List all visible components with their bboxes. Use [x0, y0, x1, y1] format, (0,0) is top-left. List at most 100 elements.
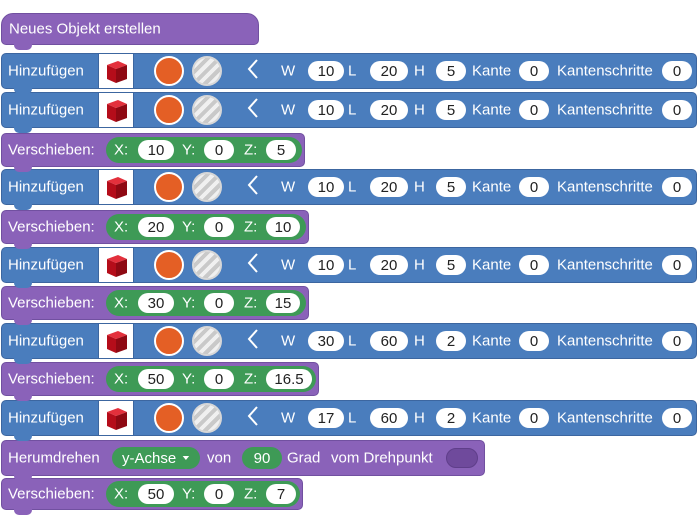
kante-input[interactable]: 0: [519, 408, 549, 428]
color-circle-icon[interactable]: [154, 172, 184, 202]
chevron-left-icon[interactable]: [246, 97, 260, 123]
l-input[interactable]: 20: [370, 177, 408, 197]
create-object-block[interactable]: Neues Objekt erstellen: [1, 13, 259, 50]
x-input[interactable]: 30: [138, 293, 174, 313]
move-label: Verschieben:: [8, 141, 95, 159]
h-input[interactable]: 5: [436, 61, 466, 81]
z-input[interactable]: 7: [266, 484, 296, 504]
move-block[interactable]: Verschieben: X: 50 Y: 0 Z: 16.5: [1, 362, 319, 401]
add-block[interactable]: Hinzufügen W 17 L 60 H 2 Kante 0 Kantens…: [1, 400, 697, 441]
h-input[interactable]: 5: [436, 100, 466, 120]
kantenschritte-input[interactable]: 0: [662, 177, 692, 197]
kantenschritte-input[interactable]: 0: [662, 100, 692, 120]
h-input[interactable]: 2: [436, 331, 466, 351]
w-input[interactable]: 10: [308, 255, 344, 275]
texture-circle-icon[interactable]: [192, 326, 222, 356]
pivot-input-slot[interactable]: [446, 448, 478, 468]
l-input[interactable]: 20: [370, 100, 408, 120]
h-label: H: [414, 101, 425, 119]
x-input[interactable]: 20: [138, 217, 174, 237]
add-block[interactable]: Hinzufügen W 10 L 20 H 5 Kante 0 Kantens…: [1, 53, 697, 94]
kante-label: Kante: [472, 101, 512, 119]
w-input[interactable]: 10: [308, 177, 344, 197]
y-input[interactable]: 0: [204, 293, 234, 313]
x-input[interactable]: 10: [138, 140, 174, 160]
z-input[interactable]: 16.5: [266, 369, 312, 389]
l-input[interactable]: 60: [370, 331, 408, 351]
y-input[interactable]: 0: [204, 484, 234, 504]
kante-input[interactable]: 0: [519, 177, 549, 197]
texture-circle-icon[interactable]: [192, 403, 222, 433]
color-circle-icon[interactable]: [154, 95, 184, 125]
chevron-left-icon[interactable]: [246, 58, 260, 84]
kantenschritte-label: Kantenschritte: [557, 332, 653, 350]
y-input[interactable]: 0: [204, 369, 234, 389]
texture-circle-icon[interactable]: [192, 56, 222, 86]
cube-icon: [107, 177, 127, 199]
add-block[interactable]: Hinzufügen W 10 L 20 H 5 Kante 0 Kantens…: [1, 247, 697, 288]
l-input[interactable]: 60: [370, 408, 408, 428]
x-input[interactable]: 50: [138, 484, 174, 504]
rotate-block[interactable]: Herumdrehen y-Achse von 90 Grad vom Dreh…: [1, 440, 485, 481]
move-block[interactable]: Verschieben: X: 50 Y: 0 Z: 7: [1, 478, 303, 515]
z-input[interactable]: 5: [266, 140, 296, 160]
degrees-input-wrapper: 90: [242, 447, 282, 469]
kantenschritte-input[interactable]: 0: [662, 255, 692, 275]
z-input[interactable]: 15: [266, 293, 300, 313]
cube-shape-selector[interactable]: [98, 169, 134, 205]
h-input[interactable]: 5: [436, 255, 466, 275]
kante-input[interactable]: 0: [519, 100, 549, 120]
kante-input[interactable]: 0: [519, 61, 549, 81]
h-label: H: [414, 178, 425, 196]
add-block[interactable]: Hinzufügen W 10 L 20 H 5 Kante 0 Kantens…: [1, 92, 697, 133]
kantenschritte-input[interactable]: 0: [662, 61, 692, 81]
y-input[interactable]: 0: [204, 140, 234, 160]
kantenschritte-input[interactable]: 0: [662, 331, 692, 351]
color-circle-icon[interactable]: [154, 326, 184, 356]
chevron-left-icon[interactable]: [246, 405, 260, 431]
y-label: Y:: [182, 294, 196, 312]
move-block[interactable]: Verschieben: X: 10 Y: 0 Z: 5: [1, 133, 305, 172]
cube-shape-selector[interactable]: [98, 53, 134, 89]
move-label: Verschieben:: [8, 370, 95, 388]
block-notch: [14, 317, 32, 325]
texture-circle-icon[interactable]: [192, 95, 222, 125]
w-input[interactable]: 17: [308, 408, 344, 428]
chevron-left-icon[interactable]: [246, 174, 260, 200]
kante-input[interactable]: 0: [519, 255, 549, 275]
cube-shape-selector[interactable]: [98, 92, 134, 128]
degrees-input[interactable]: 90: [253, 449, 271, 467]
color-circle-icon[interactable]: [154, 250, 184, 280]
z-label: Z:: [244, 370, 258, 388]
color-circle-icon[interactable]: [154, 56, 184, 86]
chevron-left-icon[interactable]: [246, 252, 260, 278]
texture-circle-icon[interactable]: [192, 172, 222, 202]
texture-circle-icon[interactable]: [192, 250, 222, 280]
kantenschritte-input[interactable]: 0: [662, 408, 692, 428]
cube-shape-selector[interactable]: [98, 247, 134, 283]
w-input[interactable]: 10: [308, 61, 344, 81]
z-input[interactable]: 10: [266, 217, 300, 237]
l-input[interactable]: 20: [370, 61, 408, 81]
chevron-left-icon[interactable]: [246, 328, 260, 354]
add-block[interactable]: Hinzufügen W 30 L 60 H 2 Kante 0 Kantens…: [1, 323, 697, 364]
color-circle-icon[interactable]: [154, 403, 184, 433]
x-input[interactable]: 50: [138, 369, 174, 389]
w-input[interactable]: 10: [308, 100, 344, 120]
move-block[interactable]: Verschieben: X: 30 Y: 0 Z: 15: [1, 286, 309, 325]
y-input[interactable]: 0: [204, 217, 234, 237]
y-label: Y:: [182, 141, 196, 159]
l-label: L: [348, 409, 357, 427]
add-block[interactable]: Hinzufügen W 10 L 20 H 5 Kante 0 Kantens…: [1, 169, 697, 210]
h-input[interactable]: 2: [436, 408, 466, 428]
cube-shape-selector[interactable]: [98, 323, 134, 359]
kantenschritte-label: Kantenschritte: [557, 409, 653, 427]
l-input[interactable]: 20: [370, 255, 408, 275]
h-input[interactable]: 5: [436, 177, 466, 197]
cube-shape-selector[interactable]: [98, 400, 134, 436]
axis-dropdown[interactable]: y-Achse: [112, 447, 200, 469]
move-block[interactable]: Verschieben: X: 20 Y: 0 Z: 10: [1, 210, 309, 249]
w-input[interactable]: 30: [308, 331, 344, 351]
kantenschritte-label: Kantenschritte: [557, 256, 653, 274]
kante-input[interactable]: 0: [519, 331, 549, 351]
